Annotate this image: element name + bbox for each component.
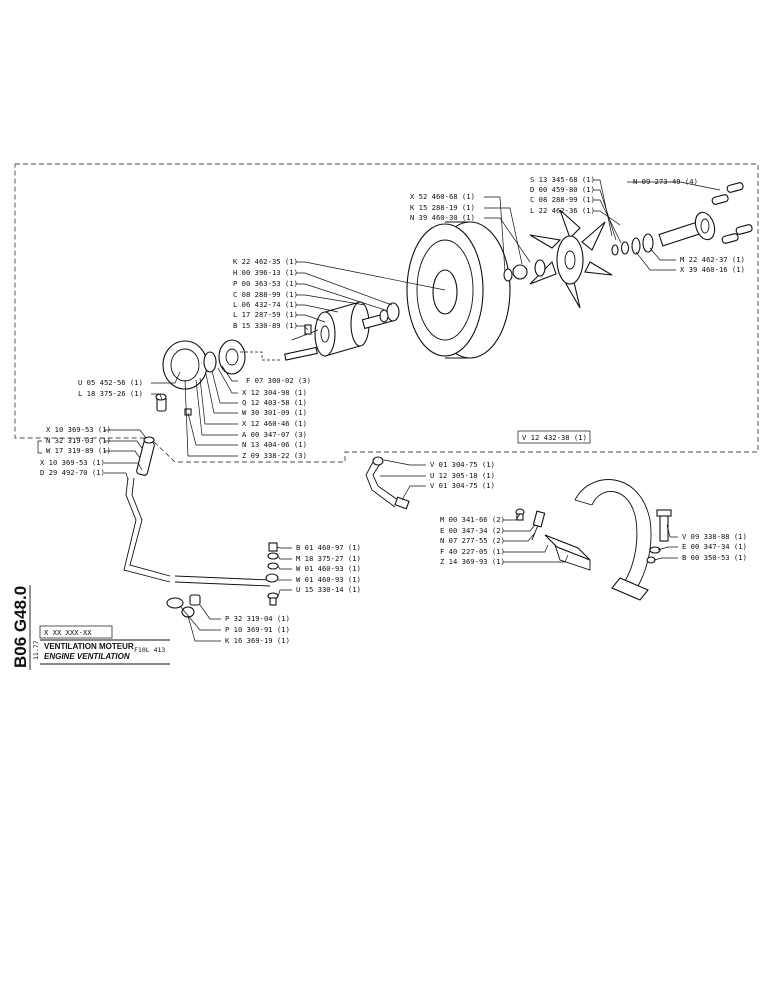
title-en: ENGINE VENTILATION bbox=[44, 652, 130, 661]
sheet-code: B06 G48.0 bbox=[11, 586, 30, 668]
label-p10: P 10 369-91 (1) bbox=[225, 625, 290, 634]
part-mask-box bbox=[39, 625, 113, 639]
label-b00: B 00 350-53 (1) bbox=[682, 553, 747, 562]
title-block: B06 G48.0 11.77 X XX XXX-XX VENTILATION … bbox=[11, 585, 170, 670]
label-s13: S 13 345-68 (1) bbox=[530, 175, 595, 184]
label-b01: B 01 460-97 (1) bbox=[296, 543, 361, 552]
fan-impeller bbox=[529, 209, 613, 309]
pins bbox=[711, 182, 753, 244]
label-x39: X 39 460-16 (1) bbox=[680, 265, 745, 274]
strap-bolt bbox=[646, 509, 672, 564]
label-x12b: X 12 460-46 (1) bbox=[242, 419, 307, 428]
date-code: 11.77 bbox=[32, 640, 40, 660]
label-q12: Q 12 403-58 (1) bbox=[242, 398, 307, 407]
label-m18: M 18 375-27 (1) bbox=[296, 554, 361, 563]
strap-bracket bbox=[515, 479, 652, 601]
label-n39: N 39 460-30 (1) bbox=[410, 213, 475, 222]
bearing-flange bbox=[162, 339, 246, 390]
label-u05: U 05 452-56 (1) bbox=[78, 378, 143, 387]
label-v01a: V 01 304-75 (1) bbox=[430, 460, 495, 469]
label-m22: M 22 462-37 (1) bbox=[680, 255, 745, 264]
label-n07: N 07 277-55 (2) bbox=[440, 536, 505, 545]
label-x10a: X 10 369-53 (1) bbox=[46, 425, 111, 434]
label-n32: N 32 319-03 (1) bbox=[46, 436, 111, 445]
title-fr: VENTILATION MOTEUR bbox=[44, 642, 134, 651]
label-w17: W 17 319-89 (1) bbox=[46, 446, 111, 455]
label-f07: F 07 300-02 (3) bbox=[246, 376, 311, 385]
label-x52: X 52 460-68 (1) bbox=[410, 192, 475, 201]
label-c08b: C 08 288-99 (1) bbox=[530, 195, 595, 204]
label-a00: A 00 347-07 (3) bbox=[242, 430, 307, 439]
label-p00: P 00 363-53 (1) bbox=[233, 279, 298, 288]
label-v12: V 12 432-38 (1) bbox=[522, 433, 587, 442]
hub-shaft-assembly bbox=[611, 211, 716, 256]
hose-clip bbox=[166, 594, 201, 618]
leader-lines bbox=[104, 179, 721, 642]
label-k22: K 22 462-35 (1) bbox=[233, 257, 298, 266]
fan-shroud bbox=[406, 221, 511, 359]
label-k15: K 15 288-19 (1) bbox=[410, 203, 475, 212]
label-p32: P 32 319-04 (1) bbox=[225, 614, 290, 623]
label-b15: B 15 330-89 (1) bbox=[233, 321, 298, 330]
label-e00a: E 00 347-34 (2) bbox=[440, 526, 505, 535]
label-z14: Z 14 369-93 (1) bbox=[440, 557, 505, 566]
label-m00: M 00 341-66 (2) bbox=[440, 515, 505, 524]
outlet-pipe bbox=[365, 456, 410, 510]
label-d00: D 00 459-80 (1) bbox=[530, 185, 595, 194]
label-w01a: W 01 460-93 (1) bbox=[296, 564, 361, 573]
label-f40: F 40 227-05 (1) bbox=[440, 547, 505, 556]
label-x10b: X 10 369-53 (1) bbox=[40, 458, 105, 467]
label-c08: C 08 288-99 (1) bbox=[233, 290, 298, 299]
pipe-assembly bbox=[123, 436, 279, 587]
label-z09: Z 09 338-22 (3) bbox=[242, 451, 307, 460]
label-l06: L 06 432-74 (1) bbox=[233, 300, 298, 309]
v12-box bbox=[517, 430, 591, 444]
label-v09: V 09 338-88 (1) bbox=[682, 532, 747, 541]
label-w01b: W 01 460-93 (1) bbox=[296, 575, 361, 584]
label-d29: D 29 492-70 (1) bbox=[40, 468, 105, 477]
label-u12: U 12 305-18 (1) bbox=[430, 471, 495, 480]
assembly-boundary bbox=[14, 163, 759, 463]
label-l22: L 22 462-36 (1) bbox=[530, 206, 595, 215]
part-mask: X XX XXX-XX bbox=[44, 628, 92, 637]
label-e00b: E 00 347-34 (1) bbox=[682, 542, 747, 551]
engine-model: F10L 413 bbox=[134, 646, 165, 654]
rod bbox=[240, 346, 318, 361]
screw-stack bbox=[267, 542, 279, 606]
label-w30: W 30 301-09 (1) bbox=[242, 408, 307, 417]
label-n09: N 09 273-49 (4) bbox=[633, 177, 698, 186]
part-labels: S 13 345-68 (1) D 00 459-80 (1) C 08 288… bbox=[37, 175, 747, 645]
label-l18: L 18 375-26 (1) bbox=[78, 389, 143, 398]
label-k16: K 16 369-19 (1) bbox=[225, 636, 290, 645]
label-x12a: X 12 304-98 (1) bbox=[242, 388, 307, 397]
bolt bbox=[291, 324, 319, 341]
label-n13: N 13 404-06 (1) bbox=[242, 440, 307, 449]
label-u15: U 15 330-14 (1) bbox=[296, 585, 361, 594]
label-l17: L 17 287-59 (1) bbox=[233, 310, 298, 319]
label-v01b: V 01 304-75 (1) bbox=[430, 481, 495, 490]
drive-pulley bbox=[314, 301, 400, 357]
label-h00: H 00 396-13 (1) bbox=[233, 268, 298, 277]
